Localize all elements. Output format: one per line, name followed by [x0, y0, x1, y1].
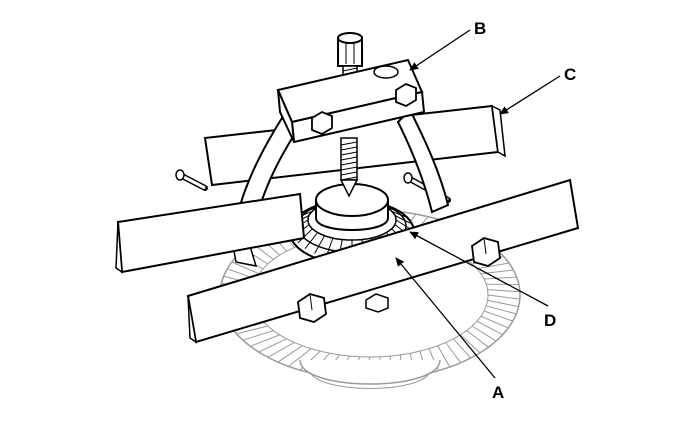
- bearing-roller: [314, 235, 326, 254]
- bearing-roller: [297, 228, 313, 244]
- gear-tooth: [487, 289, 520, 293]
- front-support-bar: [186, 178, 580, 344]
- gear-tooth: [453, 338, 471, 359]
- gear-tooth: [236, 325, 268, 335]
- bearing-roller: [304, 232, 318, 250]
- screw-thread: [340, 141, 358, 146]
- front-nut-center: [365, 293, 389, 313]
- callout-b: B: [474, 19, 486, 38]
- puller-arm-right: [396, 108, 450, 214]
- gear-tooth: [258, 338, 287, 353]
- screw-thread: [340, 151, 358, 156]
- callout-d: D: [544, 311, 556, 330]
- gear-tooth: [231, 261, 260, 275]
- gear-tooth: [483, 276, 517, 280]
- screw-thread: [340, 161, 358, 166]
- left-support-bar: [115, 192, 306, 274]
- gear-tooth: [487, 294, 520, 300]
- leader-lines: [395, 29, 561, 379]
- gear-tooth: [476, 262, 509, 270]
- gear-tooth: [250, 334, 280, 347]
- rear-bolt-left: [175, 169, 208, 191]
- yoke-bolt-right: [395, 82, 417, 108]
- gear-tooth: [471, 325, 497, 342]
- gear-tooth: [466, 330, 489, 348]
- gear-tooth: [486, 305, 517, 315]
- bearing-roller: [391, 210, 407, 218]
- gear-tooth: [288, 348, 312, 367]
- gear-tooth: [487, 299, 519, 308]
- gear-tooth: [476, 320, 503, 336]
- gear-tooth: [460, 334, 481, 354]
- screw-thread: [340, 166, 358, 171]
- screw-thread: [340, 156, 358, 161]
- screw-thread: [340, 176, 358, 181]
- gear-tooth: [242, 330, 274, 341]
- yoke-bolt-left: [311, 110, 333, 136]
- gear-tooth: [267, 342, 295, 358]
- screw-thread: [340, 146, 358, 151]
- bearing-roller: [394, 215, 411, 224]
- front-nut-right: [471, 237, 501, 267]
- gear-tooth: [480, 315, 509, 329]
- front-nut-left: [297, 293, 327, 323]
- screw-thread: [340, 171, 358, 176]
- puller-screw: [337, 32, 363, 198]
- gear-tooth: [483, 310, 513, 322]
- callout-a: A: [492, 383, 504, 402]
- screw-thread: [342, 67, 358, 72]
- callout-c: C: [564, 65, 576, 84]
- gear-tooth: [445, 342, 462, 364]
- gear-tooth: [277, 345, 303, 363]
- gear-tooth: [437, 345, 451, 368]
